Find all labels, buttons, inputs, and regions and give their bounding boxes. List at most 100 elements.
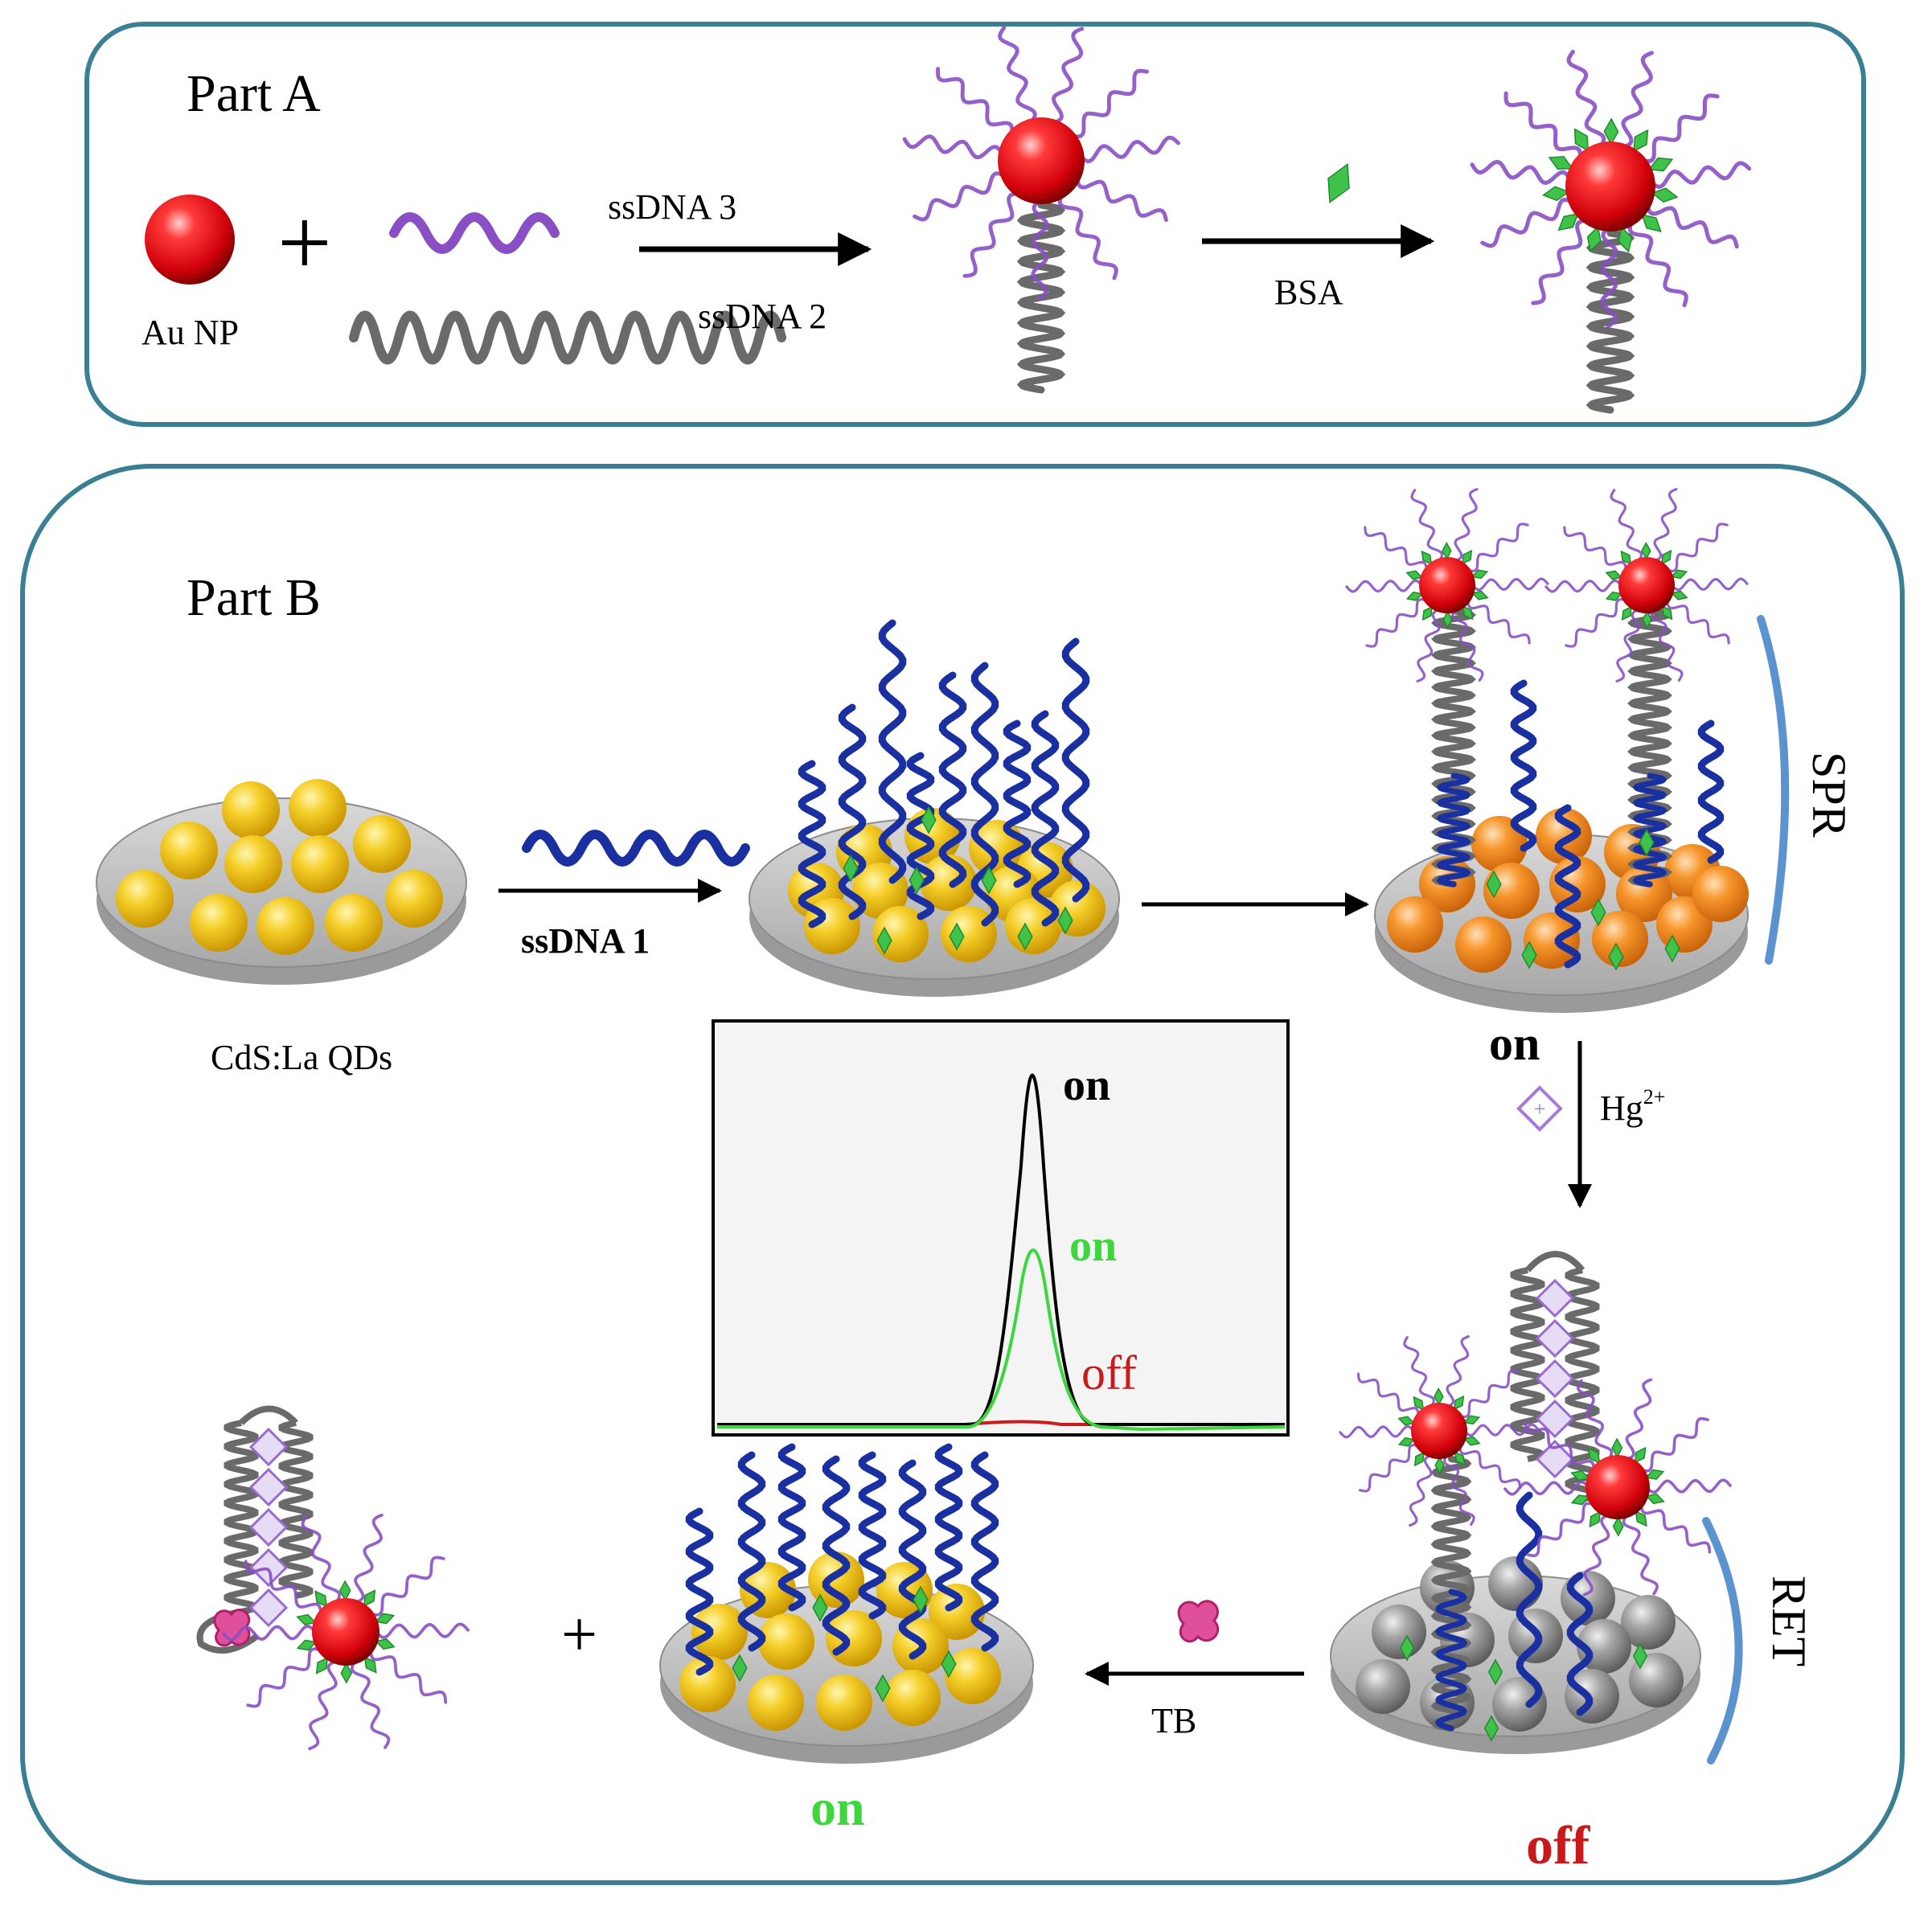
ssdna3-arm xyxy=(997,25,1037,125)
bsa-protein xyxy=(1632,1642,1648,1670)
ssdna3-arm xyxy=(222,1625,318,1642)
au-np xyxy=(998,117,1085,204)
bsa-protein xyxy=(1611,1437,1623,1458)
ssdna3-arm xyxy=(1403,1336,1436,1408)
ssdna3-label: ssDNA 3 xyxy=(608,187,736,227)
ssdna3-arm xyxy=(369,1647,448,1704)
bsa-protein-icon xyxy=(1327,163,1350,203)
ssdna3-arm xyxy=(1470,159,1573,186)
ssdna3-arm xyxy=(350,1658,391,1749)
quantum-dot xyxy=(808,1551,864,1608)
quantum-dot xyxy=(679,1656,736,1712)
au-np-label: Au NP xyxy=(142,313,239,352)
quantum-dot xyxy=(1621,1595,1676,1650)
bsa-protein xyxy=(1327,163,1350,203)
ssdna1-strand xyxy=(1031,710,1060,927)
quantum-dot xyxy=(353,815,411,873)
ssdna3-arm xyxy=(1648,161,1752,189)
ssdna1-strand xyxy=(938,671,967,888)
ssdna3-arm xyxy=(308,1659,338,1751)
ssdna3-arm xyxy=(962,191,1022,278)
ssdna1-modified-substrate xyxy=(749,619,1120,997)
ssdna3-arm xyxy=(1610,489,1643,563)
released-tb-complex xyxy=(196,1405,470,1751)
ssdna3-arm xyxy=(1410,489,1444,563)
inset-off-red: off xyxy=(1081,1346,1137,1400)
hg-ion-icon: + xyxy=(1516,1085,1563,1132)
bsa-protein xyxy=(1486,870,1502,899)
ssdna3-arm xyxy=(1665,523,1729,572)
ssdna1-strand xyxy=(1566,1572,1594,1716)
quantum-dot xyxy=(945,1648,1001,1704)
inset-curve-green xyxy=(717,1248,1286,1432)
ssdna3-arm xyxy=(1077,135,1181,164)
ssdna1-strand xyxy=(970,662,999,927)
bsa-protein xyxy=(1608,942,1624,971)
bsa-protein xyxy=(921,805,937,834)
ssdna3-arm xyxy=(353,1513,384,1605)
bsa-protein xyxy=(340,1662,353,1684)
spr-bracket xyxy=(1757,615,1790,965)
ssdna3-arm xyxy=(1652,488,1678,563)
bsa-protein xyxy=(338,1580,351,1602)
qd-label: CdS:La QDs xyxy=(211,1038,392,1077)
ssdna3-arm xyxy=(1563,526,1627,572)
folded-loop xyxy=(1524,1251,1585,1273)
ssdna3-arm xyxy=(902,134,1005,160)
quantum-dot xyxy=(884,1670,941,1726)
hg-ion xyxy=(1535,1439,1575,1479)
quantum-dot xyxy=(256,897,314,955)
dna-helix xyxy=(1632,773,1667,887)
dna-helix xyxy=(1627,608,1672,887)
ssdna3-arm xyxy=(1624,1378,1653,1461)
ssdna3-arm xyxy=(1620,51,1654,150)
ssdna3-arm xyxy=(1645,1478,1732,1494)
ssdna3-arm xyxy=(1582,1513,1611,1597)
hybridized-substrate-on xyxy=(1345,488,1749,1013)
ssdna3-arm xyxy=(1365,598,1429,648)
bsa-protein xyxy=(1639,828,1655,857)
inset-curve-black xyxy=(717,1073,1285,1426)
quantum-dot xyxy=(1387,896,1443,953)
hg-ion xyxy=(1535,1399,1575,1439)
quantum-dot xyxy=(160,822,218,879)
quantum-dot xyxy=(1524,912,1580,969)
tb-molecule xyxy=(1177,1600,1220,1643)
hg-mediated-substrate-off xyxy=(1330,1251,1732,1754)
ssdna3-arm xyxy=(1622,1513,1659,1596)
hg-ion xyxy=(248,1507,289,1547)
ssdna3-arm xyxy=(1526,1502,1596,1558)
ssdna1-strand xyxy=(970,1451,999,1652)
hg-ion xyxy=(1535,1278,1575,1318)
hg-ion xyxy=(248,1467,289,1507)
ssdna1-strand xyxy=(1516,1491,1543,1708)
tb-label: TB xyxy=(1151,1701,1196,1740)
inset-on-green: on xyxy=(1069,1221,1117,1271)
ssdna3-arm xyxy=(1358,1444,1421,1493)
ssdna1-strand xyxy=(522,830,750,867)
ssdna1-strand xyxy=(838,703,867,920)
quantum-dot xyxy=(224,835,282,893)
bsa-protein xyxy=(1442,541,1452,560)
bsa-protein xyxy=(1487,1658,1503,1686)
quantum-dot xyxy=(816,1674,872,1731)
hg-ion xyxy=(248,1547,289,1588)
tb-molecule-icon xyxy=(1177,1600,1220,1643)
hg-ion xyxy=(248,1588,289,1628)
bsa-protein xyxy=(1434,1387,1444,1406)
bsa-protein xyxy=(1017,922,1033,951)
ssdna3-arm xyxy=(1666,598,1730,645)
ssdna3-arm xyxy=(1453,488,1479,563)
ssdna3-arm xyxy=(244,1560,322,1617)
ssdna1-strand xyxy=(934,1443,963,1612)
restored-substrate-on xyxy=(659,1443,1034,1764)
ssdna3-arm xyxy=(1409,1453,1434,1527)
quantum-dot xyxy=(941,906,997,962)
bsa-protein xyxy=(812,1593,828,1622)
ssdna3-arm xyxy=(1650,608,1684,682)
on-bottom-label: on xyxy=(810,1779,865,1836)
quantum-dot xyxy=(1471,816,1528,872)
inset-frame xyxy=(712,1019,1290,1437)
plus-sign-b: + xyxy=(561,1600,597,1670)
